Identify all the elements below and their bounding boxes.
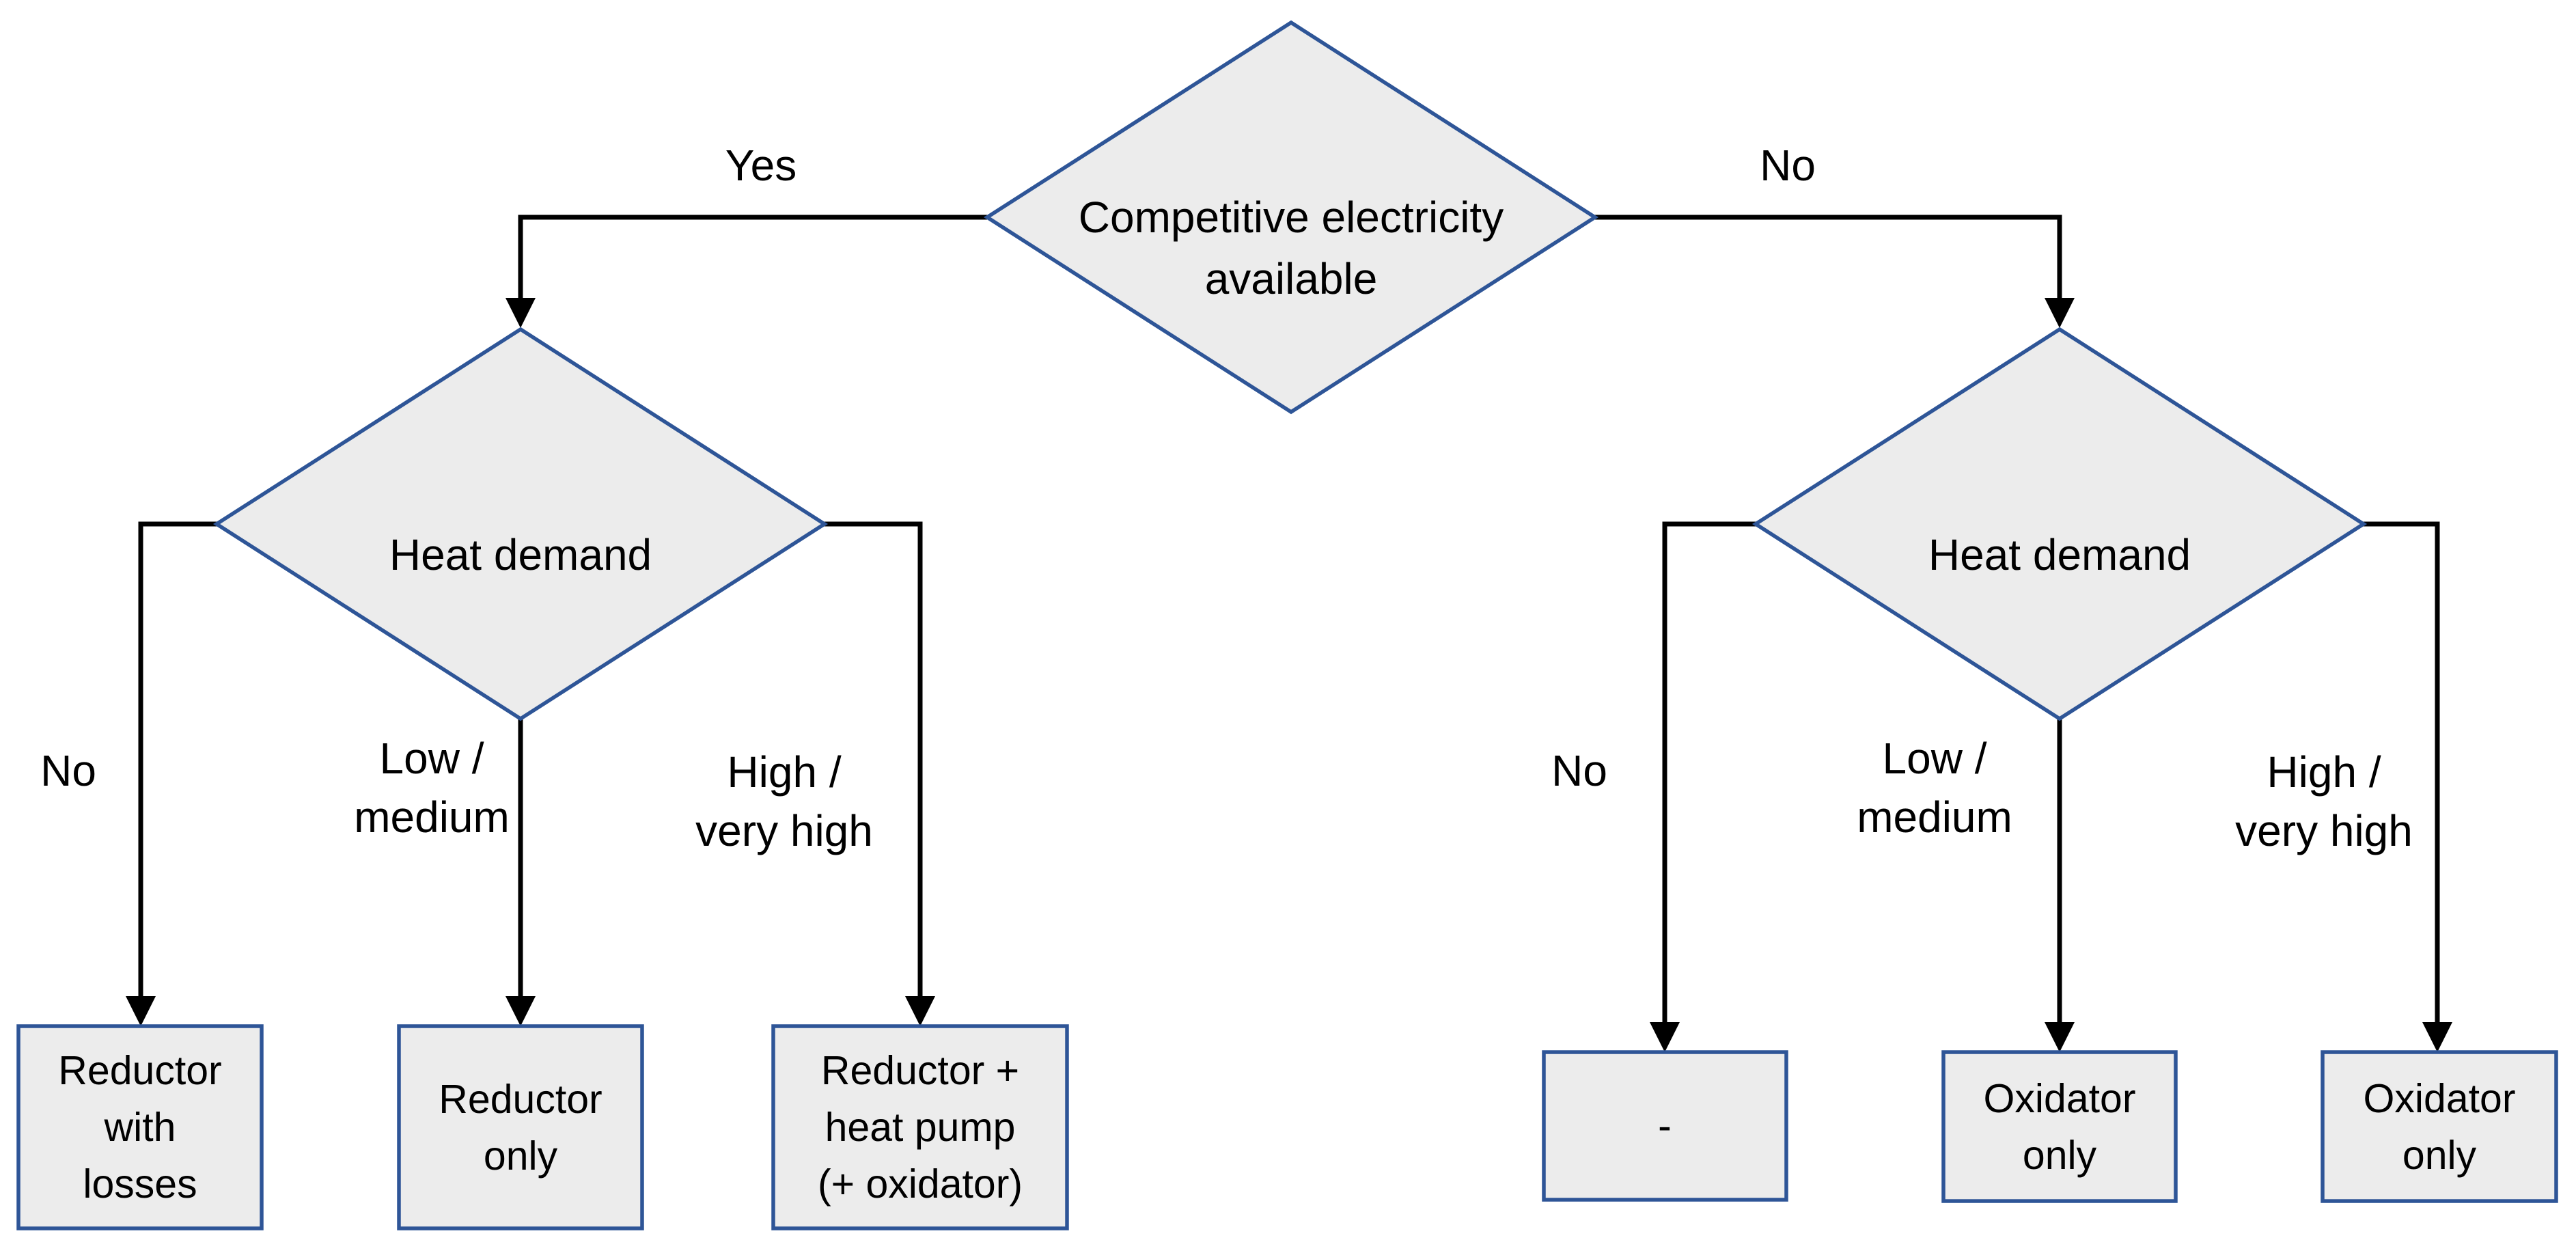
- outcome-reductor-with-losses-line1: Reductor: [58, 1048, 221, 1093]
- edge-right-high: [2364, 521, 2440, 1023]
- edge-right-no: [1662, 521, 1756, 1023]
- edge-label-left-high-line1: High /: [727, 747, 841, 797]
- decision-root-diamond: [983, 20, 1599, 415]
- outcome-box-oxidator-only-left: [1941, 1050, 2178, 1203]
- edge-label-right-no: No: [1551, 746, 1607, 795]
- arrowhead-left-low-medium: [505, 996, 536, 1026]
- outcome-box-none: [1542, 1050, 1788, 1202]
- outcome-reductor-with-losses-line2: with: [104, 1105, 176, 1150]
- decision-left-heat-demand-diamond: [212, 327, 829, 721]
- root-decision-label-line1: Competitive electricity: [1079, 193, 1504, 242]
- arrowhead-root-no: [2045, 298, 2075, 328]
- right-decision-label: Heat demand: [1928, 530, 2191, 579]
- edge-label-right-high-line1: High /: [2267, 747, 2381, 797]
- arrowhead-right-low-medium: [2045, 1022, 2075, 1052]
- outcome-box-reductor-heat-pump: [771, 1024, 1069, 1230]
- edge-label-right-high-line2: very high: [2235, 806, 2413, 855]
- arrowhead-right-no: [1650, 1022, 1680, 1052]
- arrowhead-left-high: [905, 996, 935, 1026]
- outcome-reductor-heat-pump-line3: (+ oxidator): [818, 1161, 1023, 1207]
- outcome-reductor-only-line1: Reductor: [439, 1077, 602, 1122]
- edge-label-right-low-line1: Low /: [1883, 734, 1987, 783]
- edge-label-no: No: [1760, 141, 1816, 190]
- outcome-none-label: -: [1658, 1103, 1672, 1148]
- outcome-reductor-with-losses-line3: losses: [83, 1161, 197, 1207]
- outcome-oxidator-only-left-line1: Oxidator: [1984, 1076, 2136, 1121]
- arrowhead-right-high: [2422, 1022, 2452, 1052]
- outcome-oxidator-only-right-line2: only: [2402, 1133, 2477, 1178]
- outcome-box-reductor-with-losses: [16, 1024, 264, 1230]
- edge-left-high: [825, 521, 923, 997]
- edge-label-yes: Yes: [725, 141, 797, 190]
- edge-label-right-low-line2: medium: [1857, 793, 2012, 842]
- outcome-oxidator-only-right-line1: Oxidator: [2364, 1076, 2516, 1121]
- edge-label-left-high-line2: very high: [695, 806, 873, 855]
- outcome-reductor-heat-pump-line2: heat pump: [825, 1105, 1016, 1150]
- edge-label-left-low-line1: Low /: [380, 734, 484, 783]
- outcome-box-reductor-only: [397, 1024, 644, 1230]
- outcome-reductor-heat-pump-line1: Reductor +: [821, 1048, 1019, 1093]
- arrowhead-left-no: [126, 996, 156, 1026]
- edge-left-no: [138, 521, 217, 997]
- arrowhead-root-yes: [505, 298, 536, 328]
- decision-right-heat-demand-diamond: [1751, 327, 2368, 721]
- left-decision-label: Heat demand: [389, 530, 652, 579]
- edge-root-yes: [518, 215, 987, 301]
- edge-label-left-low-line2: medium: [354, 793, 510, 842]
- outcome-reductor-only-line2: only: [484, 1133, 558, 1179]
- outcome-oxidator-only-left-line2: only: [2023, 1133, 2097, 1178]
- outcome-box-oxidator-only-right: [2321, 1050, 2558, 1203]
- edge-label-left-no: No: [40, 746, 96, 795]
- text-group: Competitive electricity available Yes No…: [40, 141, 2515, 1207]
- edge-group: [126, 215, 2452, 1052]
- node-group: [16, 20, 2558, 1230]
- root-decision-label-line2: available: [1205, 254, 1378, 303]
- edge-root-no: [1595, 215, 2062, 301]
